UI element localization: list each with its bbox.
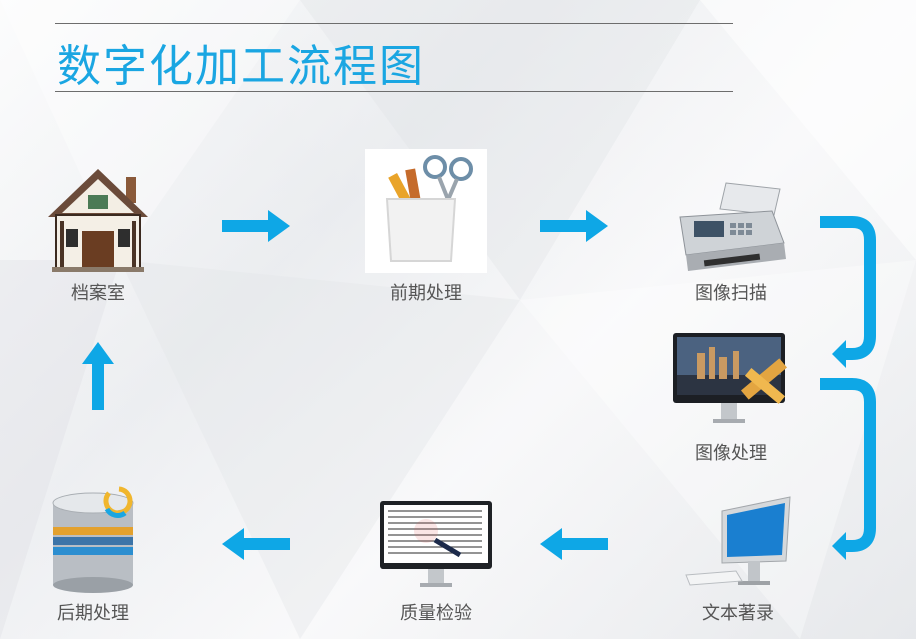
flow-arrow-left <box>540 528 608 560</box>
pencil-cup-scissors-icon <box>365 149 487 273</box>
monitor-magnifier-icon <box>380 501 492 587</box>
flow-arrow-left <box>222 528 290 560</box>
flow-arrow-curve-down <box>820 378 876 560</box>
flow-arrow-right <box>540 210 608 242</box>
step-label: 档案室 <box>71 283 125 304</box>
step-pre-processing: 前期处理 <box>351 149 501 305</box>
flow-arrow-up <box>82 342 114 410</box>
step-image-scanning: 图像扫描 <box>656 158 806 305</box>
step-label: 质量检验 <box>400 603 472 624</box>
desktop-computer-icon <box>685 496 791 586</box>
page-title: 数字化加工流程图 <box>57 41 425 92</box>
title-rule-bottom <box>55 91 733 92</box>
step-post-processing: 后期处理 <box>18 478 168 625</box>
flow-arrow-curve-down <box>820 216 876 368</box>
step-label: 前期处理 <box>390 283 462 304</box>
step-text-cataloging: 文本著录 <box>663 478 813 625</box>
step-label: 后期处理 <box>57 603 129 624</box>
title-rule-top <box>55 23 733 24</box>
fax-scanner-icon <box>679 182 786 271</box>
step-quality-inspection: 质量检验 <box>361 478 511 625</box>
step-label: 图像处理 <box>695 443 767 464</box>
monitor-ruler-icon <box>673 333 788 423</box>
step-archive-room: 档案室 <box>23 158 173 305</box>
database-icon <box>52 486 134 593</box>
step-image-processing: 图像处理 <box>656 318 806 465</box>
house-icon <box>48 169 148 272</box>
step-label: 图像扫描 <box>695 283 767 304</box>
flow-arrow-right <box>222 210 290 242</box>
step-label: 文本著录 <box>702 603 774 624</box>
